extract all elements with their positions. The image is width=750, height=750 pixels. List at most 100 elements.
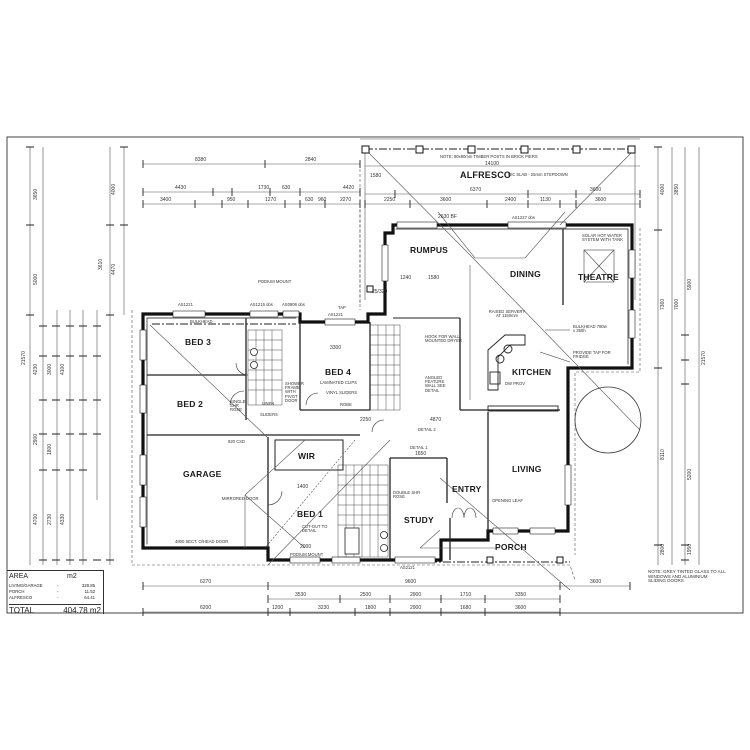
dim-left: 4100 xyxy=(60,363,66,375)
room-label-study: STUDY xyxy=(404,515,434,525)
room-label-bed1: BED 1 xyxy=(297,509,324,519)
dim-top: 8380 xyxy=(195,157,207,163)
note-tap: TAP xyxy=(338,305,346,310)
area-legend-total: TOTAL 404.78 m2 xyxy=(9,604,101,615)
note-detail-1: DETAIL 1 xyxy=(410,445,428,450)
dim-top: 2270 xyxy=(340,197,352,203)
note-dryer: HOOK FOR WALL MOUNTED DRYER xyxy=(425,334,462,344)
area-legend-unit: m2 xyxy=(67,573,77,580)
note-solar: SOLAR HOT WATER SYSTEM WITH TANK xyxy=(582,233,624,243)
dim-bottom: 3600 xyxy=(515,605,527,611)
room-label-living: LIVING xyxy=(512,464,542,474)
dim-left: 5000 xyxy=(33,273,39,285)
note-fridge-tap: PROVIDE TAP FOR FRIDGE xyxy=(573,350,611,360)
dim-bottom: 1710 xyxy=(460,592,472,598)
dim-bottom: 1200 xyxy=(272,605,284,611)
area-row-value: 11.52 xyxy=(84,589,95,594)
dim-top: 630 xyxy=(282,185,291,191)
note-glazing: NOTE: GREY TINTED GLASS TO ALL WINDOWS A… xyxy=(648,569,726,583)
dim-alfresco: 1130 xyxy=(540,197,551,203)
dim-bed1-robe: 1400 xyxy=(297,484,309,490)
dim-top: 2840 xyxy=(305,157,317,163)
note-door-820-csd: 820 CSD xyxy=(228,439,245,444)
dim-left: 4230 xyxy=(33,363,39,375)
dim-alfresco: 6370 xyxy=(470,187,482,193)
dim-top: 1730 xyxy=(258,185,270,191)
dim-alfresco: 1580 xyxy=(370,173,382,179)
dim-bottom: 2900 xyxy=(410,592,422,598)
window-code: AS1215 obs xyxy=(250,302,273,307)
dim-level: 25/320 xyxy=(372,289,388,295)
dim-right: 5200 xyxy=(687,468,693,480)
note-sliders: SLIDERS xyxy=(260,412,278,417)
dim-top: 4420 xyxy=(343,185,355,191)
note-detail-2: DETAIL 2 xyxy=(418,427,436,432)
note-shower-frame: SHOWER FRAME WITH PIVOT DOOR xyxy=(285,381,304,403)
note-double-shr: DOUBLE SHR ROSE xyxy=(393,490,421,500)
dim-rumpus-1: 1240 xyxy=(400,275,412,281)
dim-left: 4000 xyxy=(111,183,117,195)
dim-left: 4470 xyxy=(111,263,117,275)
area-row-value: 328.85 xyxy=(81,583,95,588)
area-total-label: TOTAL xyxy=(9,606,35,615)
note-cut-out: CUT-OUT TO DETAIL xyxy=(302,524,328,534)
dim-bottom: 2900 xyxy=(410,605,422,611)
dim-right: 2800 xyxy=(660,543,666,555)
dim-top: 950 xyxy=(227,197,236,203)
dim-top: 630 xyxy=(305,197,314,203)
dim-right: 4000 xyxy=(660,183,666,195)
area-row-name: LIVING/GARAGE xyxy=(9,583,43,588)
area-legend: AREA m2 LIVING/GARAGE-328.85 PORCH-11.52… xyxy=(7,570,104,615)
dim-left: 3000 xyxy=(47,363,53,375)
note-vinyl-sliders: VINYL SLIDERS xyxy=(326,390,358,395)
note-alfresco-slab: R/C SLAB - 25mm STEPDOWN xyxy=(508,172,568,177)
dim-top: 1270 xyxy=(265,197,277,203)
window-code: AS1221 xyxy=(178,302,193,307)
window-code: AS0906 obs xyxy=(282,302,305,307)
dim-left: 3650 xyxy=(33,188,39,200)
dim-bottom: 3600 xyxy=(590,579,602,585)
dim-bottom: 9600 xyxy=(405,579,417,585)
dim-bottom: 3530 xyxy=(295,592,307,598)
dim-top: 4430 xyxy=(175,185,187,191)
note-laminated-clips: LAMINATED CLIPS xyxy=(320,380,357,385)
dim-bottom: 3350 xyxy=(515,592,527,598)
dim-bottom: 6270 xyxy=(200,579,212,585)
area-legend-row: LIVING/GARAGE-328.85 xyxy=(9,583,95,588)
dim-bed1-cutout: 2000 xyxy=(300,544,312,550)
note-timber-posts: NOTE: 90x90mm TIMBER POSTS IN BRICK PIER… xyxy=(440,154,538,159)
room-label-bed3: BED 3 xyxy=(185,337,212,347)
note-dw-prov: DW PROV xyxy=(505,381,526,386)
dim-bottom: 6200 xyxy=(200,605,212,611)
dim-right: 1950 xyxy=(687,543,693,555)
dim-alfresco: 14100 xyxy=(485,161,499,167)
dim-bottom: 1680 xyxy=(460,605,472,611)
dim-bottom: 1800 xyxy=(365,605,377,611)
room-label-kitchen: KITCHEN xyxy=(512,367,552,377)
dim-top: 3400 xyxy=(160,197,172,203)
area-legend-row: ALFRESCO-64.41 xyxy=(9,595,95,600)
note-bulkhead-theatre: BULKHEAD 780w x 350h xyxy=(573,324,607,334)
note-robe: ROBE xyxy=(340,402,352,407)
area-row-name: PORCH xyxy=(9,589,25,594)
area-row-value: 64.41 xyxy=(84,595,95,600)
dim-right: 3850 xyxy=(674,183,680,195)
dim-alfresco: 3600 xyxy=(590,187,602,193)
area-legend-title: AREA xyxy=(9,573,29,580)
dim-top: 960 xyxy=(318,197,327,203)
dim-right: 5900 xyxy=(687,278,693,290)
note-opening-leaf: OPENING LEAF xyxy=(492,498,523,503)
note-bulkhead-bed3: BULKHEAD xyxy=(190,319,213,324)
dim-rumpus-2: 1580 xyxy=(428,275,440,281)
dim-left: 2900 xyxy=(33,433,39,445)
room-label-alfresco: ALFRESCO xyxy=(460,170,512,180)
window-code: AS1221 xyxy=(328,312,343,317)
note-garage-door: 4800 SECT. O/HEAD DOOR xyxy=(175,539,229,544)
area-total-value: 404.78 m2 xyxy=(63,606,101,615)
dim-alfresco: 2400 xyxy=(505,197,517,203)
dim-alfresco: 3600 xyxy=(440,197,452,203)
dim-right: 21570 xyxy=(701,351,707,365)
dim-left: 3610 xyxy=(98,258,104,270)
window-code: AS1227 obs xyxy=(512,215,535,220)
dim-alfresco: 2250 xyxy=(384,197,396,203)
